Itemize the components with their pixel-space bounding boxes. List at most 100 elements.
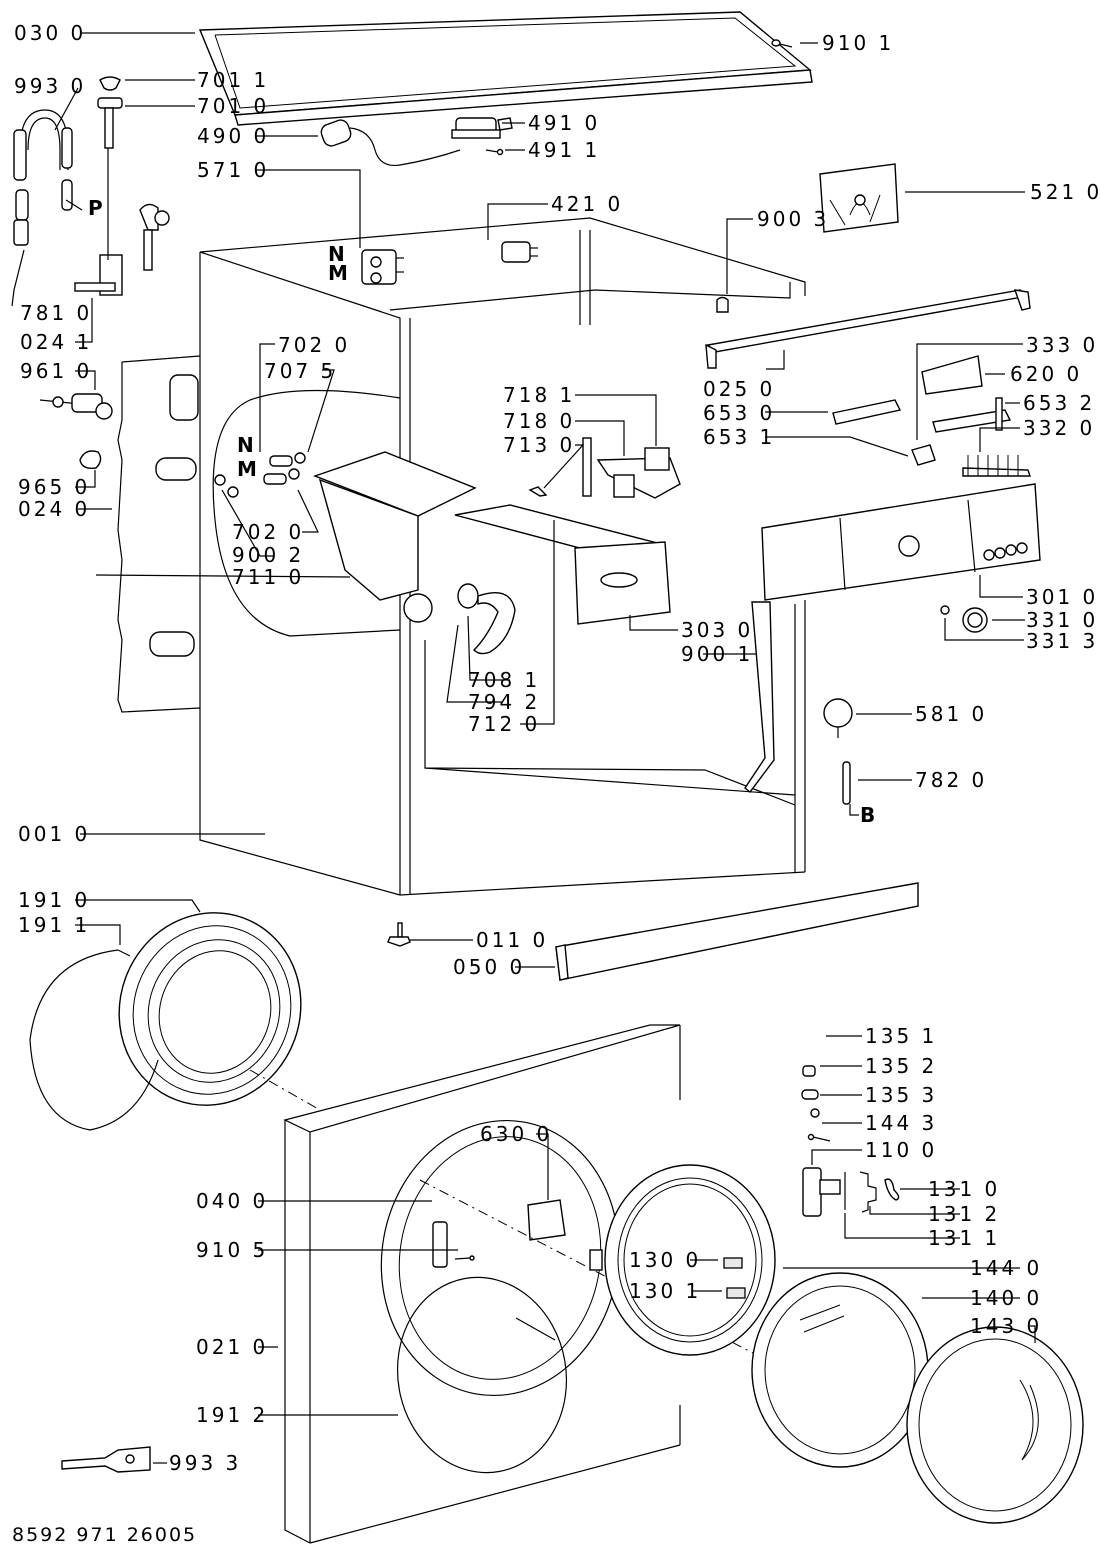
leader-lines bbox=[11, 32, 1036, 1464]
marker-p: P bbox=[88, 196, 103, 220]
label-331-0: 331 0 bbox=[1026, 608, 1098, 632]
label-130-1: 130 1 bbox=[629, 1279, 701, 1303]
label-910-5: 910 5 bbox=[196, 1238, 268, 1262]
label-701-1: 701 1 bbox=[197, 68, 269, 92]
label-993-0: 993 0 bbox=[14, 74, 86, 98]
label-718-1: 718 1 bbox=[503, 383, 575, 407]
label-900-3: 900 3 bbox=[757, 207, 829, 231]
label-331-3: 331 3 bbox=[1026, 629, 1098, 653]
label-713-0: 713 0 bbox=[503, 433, 575, 457]
label-025-0: 025 0 bbox=[703, 377, 775, 401]
part-pump-filter bbox=[39, 393, 113, 420]
part-electronics bbox=[832, 355, 1031, 477]
label-630-0: 630 0 bbox=[480, 1122, 552, 1146]
part-clip-900-3 bbox=[716, 296, 729, 313]
label-131-0: 131 0 bbox=[928, 1177, 1000, 1201]
part-knob-insert bbox=[940, 605, 950, 615]
part-hose-708-1 bbox=[457, 583, 516, 655]
part-hinge-pieces bbox=[723, 1257, 746, 1299]
part-control-module bbox=[819, 163, 899, 233]
part-rail bbox=[705, 289, 1031, 369]
marker-n-valve: N bbox=[328, 242, 345, 266]
part-tap-701-0 bbox=[97, 97, 123, 149]
label-993-3: 993 3 bbox=[169, 1451, 241, 1475]
label-135-1: 135 1 bbox=[865, 1024, 937, 1048]
label-191-0: 191 0 bbox=[18, 888, 90, 912]
document-number: 8592 971 26005 bbox=[12, 1524, 197, 1546]
part-solenoid-valve bbox=[361, 249, 404, 285]
axis-line-door-seal bbox=[249, 1069, 321, 1111]
label-781-0: 781 0 bbox=[20, 301, 92, 325]
part-tool bbox=[61, 1446, 151, 1473]
part-outer-door-ring bbox=[906, 1326, 1084, 1524]
part-hose-bend bbox=[13, 109, 73, 246]
part-side-bracket bbox=[744, 601, 775, 793]
part-cable-clamp bbox=[451, 117, 513, 139]
label-301-0: 301 0 bbox=[1026, 585, 1098, 609]
label-491-1: 491 1 bbox=[528, 138, 600, 162]
label-581-0: 581 0 bbox=[915, 702, 987, 726]
part-pressure-switch bbox=[823, 698, 853, 738]
label-910-1: 910 1 bbox=[822, 31, 894, 55]
label-653-2: 653 2 bbox=[1023, 391, 1095, 415]
label-900-2: 900 2 bbox=[232, 543, 304, 567]
label-135-3: 135 3 bbox=[865, 1083, 937, 1107]
label-021-0: 021 0 bbox=[196, 1335, 268, 1359]
part-control-panel bbox=[761, 483, 1041, 601]
label-707-5: 707 5 bbox=[264, 359, 336, 383]
marker-m-valve: M bbox=[328, 261, 348, 285]
part-cap-701-1 bbox=[99, 76, 121, 91]
part-clamp-ring bbox=[396, 1276, 568, 1474]
part-top-cover bbox=[198, 11, 813, 126]
label-702-0-bottom: 702 0 bbox=[232, 520, 304, 544]
part-hinge bbox=[432, 1221, 448, 1268]
label-965-0: 965 0 bbox=[18, 475, 90, 499]
label-144-0: 144 0 bbox=[970, 1256, 1042, 1280]
marker-m-hose: M bbox=[237, 457, 257, 481]
label-571-0: 571 0 bbox=[197, 158, 269, 182]
label-711-0: 711 0 bbox=[232, 565, 304, 589]
label-491-0: 491 0 bbox=[528, 111, 600, 135]
label-130-0: 130 0 bbox=[629, 1248, 701, 1272]
part-hose-connectors bbox=[214, 452, 306, 498]
part-kickplate bbox=[555, 882, 919, 981]
part-drawer bbox=[454, 504, 671, 625]
label-011-0: 011 0 bbox=[476, 928, 548, 952]
label-144-3: 144 3 bbox=[865, 1111, 937, 1135]
part-door-handle bbox=[802, 1167, 900, 1217]
label-653-1: 653 1 bbox=[703, 425, 775, 449]
label-333-0: 333 0 bbox=[1026, 333, 1098, 357]
part-screw-910-5 bbox=[454, 1255, 475, 1261]
label-900-1: 900 1 bbox=[681, 642, 753, 666]
part-filter-421-0 bbox=[501, 241, 538, 263]
label-421-0: 421 0 bbox=[551, 192, 623, 216]
part-back-panel bbox=[117, 355, 201, 713]
part-knob bbox=[962, 607, 988, 633]
label-110-0: 110 0 bbox=[865, 1138, 937, 1162]
label-712-0: 712 0 bbox=[468, 712, 540, 736]
label-030-0: 030 0 bbox=[14, 21, 86, 45]
part-foot bbox=[387, 922, 411, 947]
part-tube-782-0 bbox=[842, 761, 851, 805]
part-dispenser-housing bbox=[312, 451, 477, 623]
part-door-lock bbox=[527, 1199, 566, 1241]
part-dispenser-parts-718 bbox=[528, 437, 681, 499]
label-701-0: 701 0 bbox=[197, 94, 269, 118]
label-191-2: 191 2 bbox=[196, 1403, 268, 1427]
part-screw-910-1 bbox=[771, 39, 793, 48]
part-door-seal bbox=[29, 912, 302, 1131]
marker-n-hose: N bbox=[237, 433, 254, 457]
label-702-0-top: 702 0 bbox=[278, 333, 350, 357]
label-794-2: 794 2 bbox=[468, 690, 540, 714]
part-power-plug bbox=[320, 119, 461, 167]
label-708-1: 708 1 bbox=[468, 668, 540, 692]
part-valve-bracket-024-1 bbox=[74, 148, 170, 296]
part-door-glass bbox=[751, 1272, 929, 1468]
label-131-1: 131 1 bbox=[928, 1226, 1000, 1250]
label-653-0: 653 0 bbox=[703, 401, 775, 425]
label-718-0: 718 0 bbox=[503, 409, 575, 433]
part-small-hardware bbox=[801, 1065, 831, 1142]
label-024-1: 024 1 bbox=[20, 330, 92, 354]
label-024-0: 024 0 bbox=[18, 497, 90, 521]
